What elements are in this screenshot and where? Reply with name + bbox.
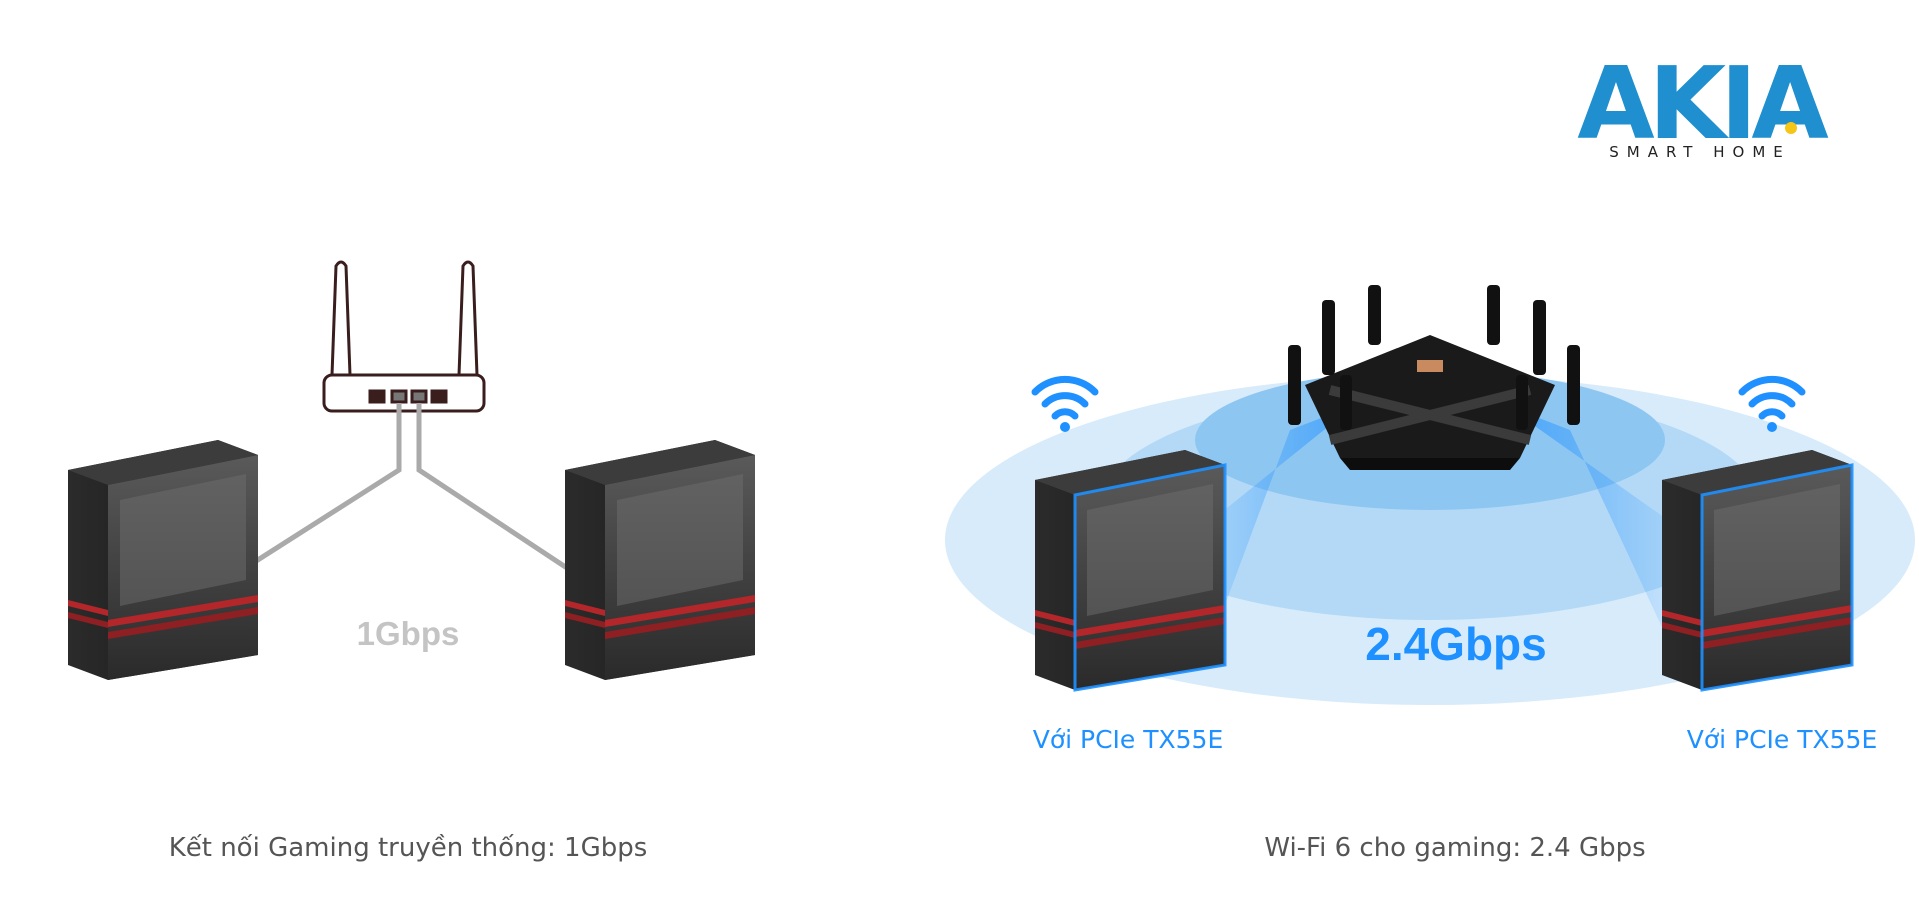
right-caption: Wi-Fi 6 cho gaming: 2.4 Gbps	[1264, 833, 1645, 863]
brand-logo: AKIA SMART HOME	[1577, 45, 1834, 162]
router-icon	[322, 260, 486, 413]
logo-wordmark: AKIA	[1577, 45, 1828, 162]
pc-tower-icon	[1662, 450, 1852, 690]
left-panel: 1Gbps Kết nối Gaming truyền thống: 1Gbps	[68, 260, 755, 863]
pc-tower-icon	[68, 440, 258, 680]
device-label-left: Với PCIe TX55E	[1033, 725, 1224, 754]
right-panel: 2.4Gbps Với PCIe TX55E Với PCIe TX55E Wi…	[945, 285, 1915, 863]
pc-tower-icon	[1035, 450, 1225, 690]
signal-beam-right	[1505, 405, 1668, 640]
logo-dot	[1785, 122, 1797, 134]
left-caption: Kết nối Gaming truyền thống: 1Gbps	[169, 833, 648, 863]
signal-beam-left	[1212, 405, 1355, 640]
logo-tagline: SMART HOME	[1609, 143, 1791, 161]
wifi-speed-label: 2.4Gbps	[1365, 618, 1547, 670]
pc-tower-icon	[565, 440, 755, 680]
device-label-right: Với PCIe TX55E	[1687, 725, 1878, 754]
wired-speed-label: 1Gbps	[357, 615, 460, 652]
wifi-router-icon	[1288, 285, 1580, 470]
ethernet-cables	[240, 403, 572, 573]
